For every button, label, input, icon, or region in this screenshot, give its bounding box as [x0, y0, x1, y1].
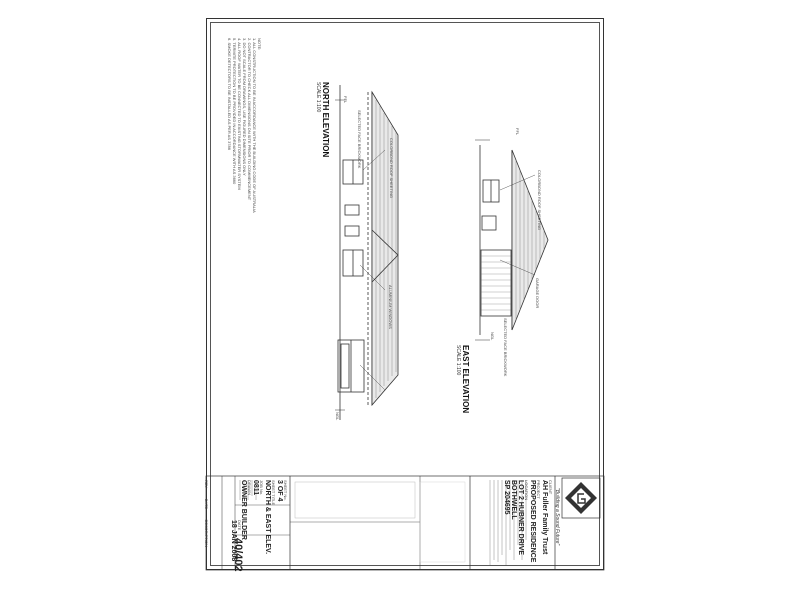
client-name: AH Fuller Family Trust: [541, 480, 548, 555]
north-label-windows: ALUMINIUM WINDOWS: [388, 285, 393, 329]
plan-number: SP 204695: [503, 480, 510, 515]
east-elevation-title-block: EAST ELEVATION SCALE 1:100: [455, 345, 470, 413]
rev-col-date: DATE: [204, 498, 209, 510]
sheet-no: 3 OF 4: [276, 480, 283, 502]
logo-tagline: "Building a Sound Future": [554, 488, 560, 546]
rev-col-rev: REV: [204, 480, 209, 489]
sheet-title-label: SHEET TITLE: [271, 480, 276, 506]
east-label-garage: GARAGE DOOR: [535, 278, 540, 309]
north-elevation-title-block: NORTH ELEVATION SCALE 1:100: [315, 82, 330, 157]
title-block-sheet-info: SHEET No. 3 OF 4 SHEET TITLE NORTH & EAS…: [240, 480, 288, 554]
note-line: 2. CONTRACTOR TO CHECK ALL DIMENSIONS ON…: [247, 38, 252, 201]
north-elevation-drawing: [335, 85, 399, 420]
drawing-sheet-inner-border: [210, 22, 600, 566]
east-label-ngl: NGL: [490, 332, 495, 341]
drawing-sheet-border: [206, 18, 604, 570]
east-label-roof: COLORBOND ROOF SHEETING: [537, 170, 542, 231]
job-number: 0811: [252, 480, 259, 496]
east-elevation-drawing: [475, 139, 549, 341]
sheet-no-label: SHEET No.: [283, 480, 288, 501]
rev-col-desc: DESCRIPTION: [204, 519, 209, 547]
east-elevation-title: EAST ELEVATION: [461, 345, 470, 414]
title-block: [205, 475, 605, 571]
sheet-title: NORTH & EAST ELEV.: [264, 480, 271, 555]
suburb: BOTHWELL: [510, 480, 517, 520]
north-label-brick: SELECTED FACE BRICKWORK: [357, 110, 362, 169]
north-elevation-title: NORTH ELEVATION: [321, 82, 330, 158]
drawing-number: 40/402: [232, 538, 244, 572]
general-notes: NOTE: 1. ALL CONSTRUCTION TO BE IN ACCOR…: [227, 38, 262, 213]
note-line: 4. ALL ROOF WATER TO BE CONNECTED TO EXI…: [237, 38, 242, 190]
title-block-text-lines: [239, 480, 527, 565]
north-label-ngl: NGL: [335, 412, 340, 421]
north-label-roof: COLORBOND ROOF SHEETING: [389, 138, 394, 199]
project-name: PROPOSED RESIDENCE: [529, 480, 536, 563]
notes-heading: NOTE:: [257, 38, 262, 51]
title-block-project-info: CLIENT AH Fuller Family Trust PROJECT PR…: [503, 480, 553, 562]
note-line: 1. ALL CONSTRUCTION TO BE IN ACCORDANCE …: [252, 38, 257, 213]
note-line: 6. SMOKE DETECTORS TO BE INSTALLED AS PE…: [227, 38, 232, 150]
east-label-ffl: FFL: [515, 128, 520, 136]
north-label-ffl: FFL: [343, 96, 348, 104]
east-label-brick: SELECTED FACE BRICKWORK: [503, 318, 508, 377]
client-label: CLIENT: [548, 480, 553, 495]
revision-table: REV DATE DESCRIPTION: [200, 480, 218, 547]
address: LOT 2 HUBNER DRIVE: [517, 480, 524, 556]
drawn-label: DRAWN: [247, 480, 252, 495]
